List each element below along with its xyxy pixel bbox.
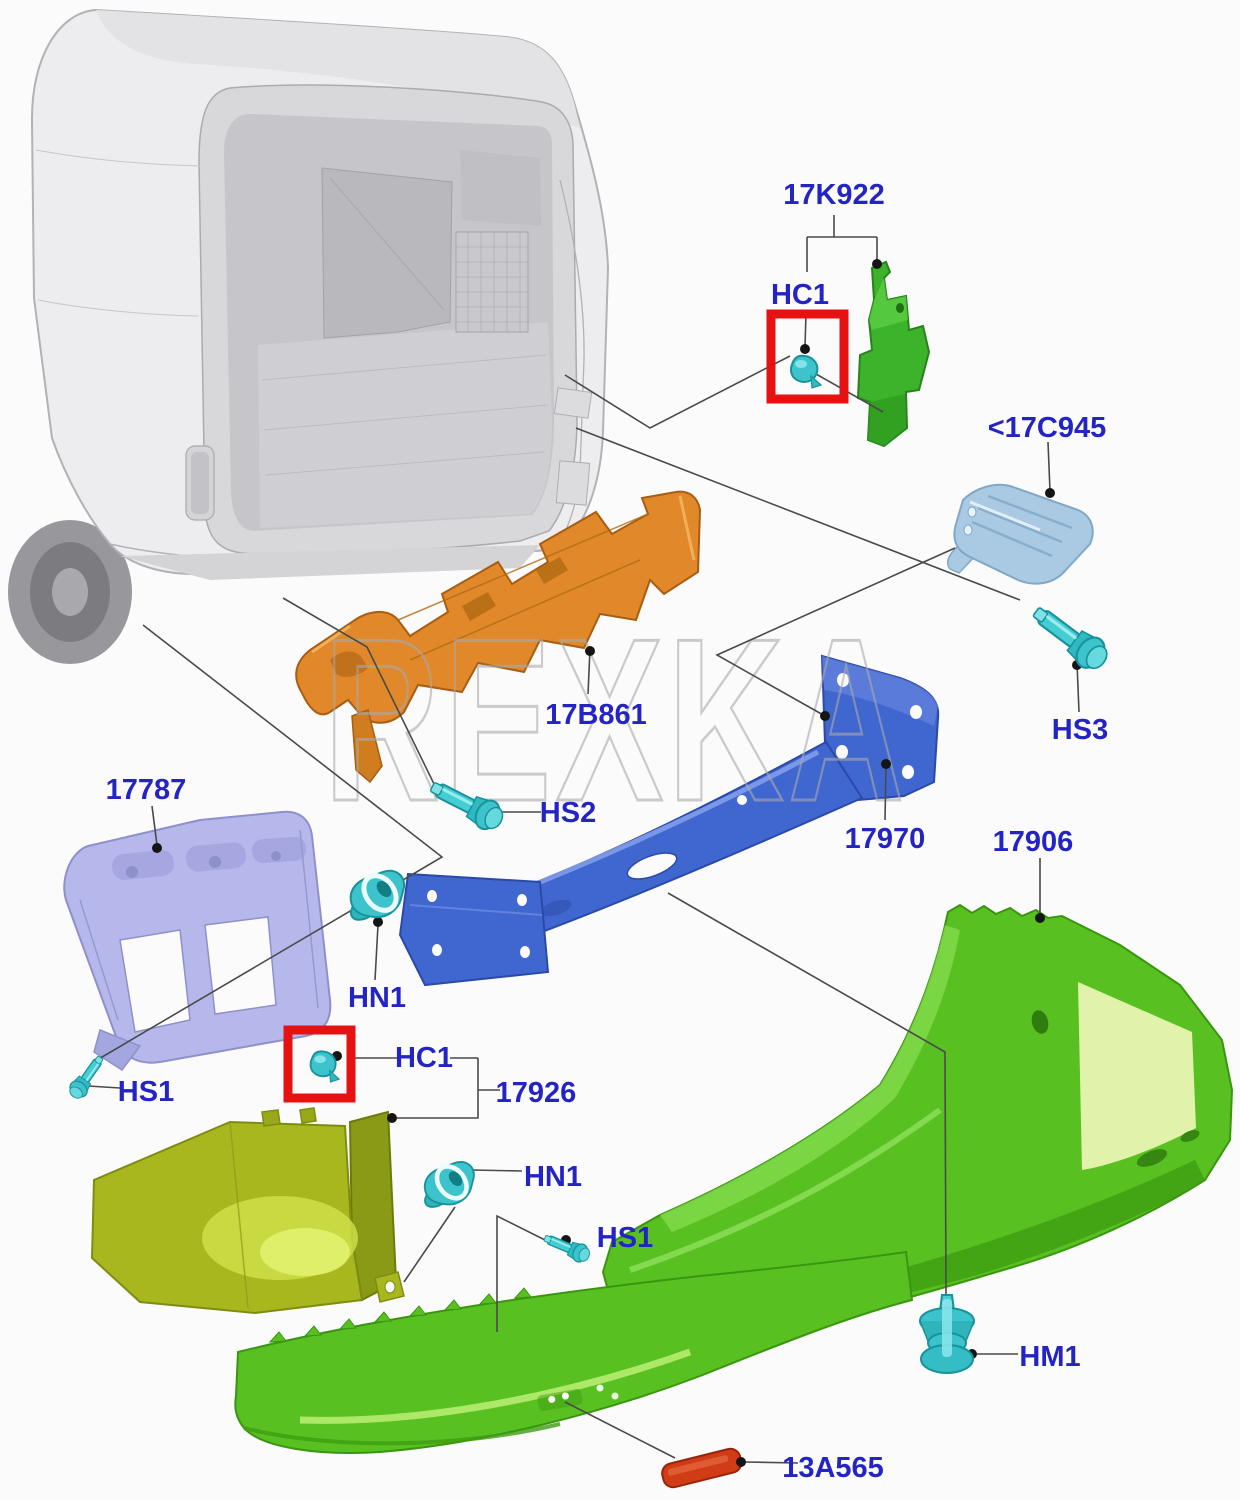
part-17B861-impact-absorber — [295, 490, 702, 784]
highlight-box-hc1-bottom — [283, 1025, 356, 1103]
label-13A565: 13A565 — [782, 1452, 884, 1484]
label-HN1-bottom: HN1 — [524, 1161, 582, 1193]
part-labels: 17K922 HC1 <17C945 HS3 17B861 HS2 17970 … — [106, 179, 1109, 1484]
label-17C945: <17C945 — [988, 412, 1107, 444]
hs1-bolt-left — [65, 1051, 109, 1103]
label-17970: 17970 — [845, 823, 926, 855]
hs3-bolt — [1025, 597, 1115, 677]
hm1-grommet — [919, 1294, 975, 1374]
part-17787-side-bracket — [63, 810, 332, 1072]
part-17906-bumper-cover — [601, 903, 1234, 1332]
underbody — [120, 545, 540, 580]
label-17K922: 17K922 — [783, 179, 885, 211]
part-13A565-reflector — [661, 1447, 743, 1489]
mount-bracket-detail — [553, 387, 593, 419]
partition-panel — [321, 167, 453, 339]
watermark-text: REXKA — [324, 591, 909, 850]
hn1-clip-bottom — [421, 1161, 474, 1212]
label-HC1-bottom: HC1 — [395, 1042, 453, 1074]
hs1-bolt-right — [540, 1228, 594, 1266]
label-HC1-top: HC1 — [771, 279, 829, 311]
roof-panel — [96, 10, 580, 128]
hn1-clip-top — [346, 869, 404, 925]
hc1-clip-top — [790, 354, 822, 389]
part-17926-corner-piece — [90, 1107, 405, 1315]
label-17787: 17787 — [106, 774, 187, 806]
label-17926: 17926 — [496, 1077, 577, 1109]
side-trim-panel — [460, 150, 541, 226]
part-17970-bumper-reinforcement — [398, 654, 940, 987]
cargo-floor — [258, 322, 552, 528]
leader-lines — [87, 215, 1080, 1464]
label-17B861: 17B861 — [545, 699, 647, 731]
part-17K922-side-shield — [856, 260, 931, 448]
part-17C945-bracket — [946, 483, 1094, 585]
label-HS2: HS2 — [540, 797, 596, 829]
highlight-box-hc1-top — [766, 309, 849, 404]
part-17906-lower-valance — [234, 1250, 914, 1454]
label-17906: 17906 — [993, 826, 1074, 858]
vehicle-body — [8, 8, 610, 664]
label-HS3: HS3 — [1052, 714, 1108, 746]
label-HS1-left: HS1 — [118, 1076, 174, 1108]
label-HM1: HM1 — [1019, 1341, 1080, 1373]
label-HN1-top: HN1 — [348, 982, 406, 1014]
label-HS1-right: HS1 — [597, 1222, 653, 1254]
